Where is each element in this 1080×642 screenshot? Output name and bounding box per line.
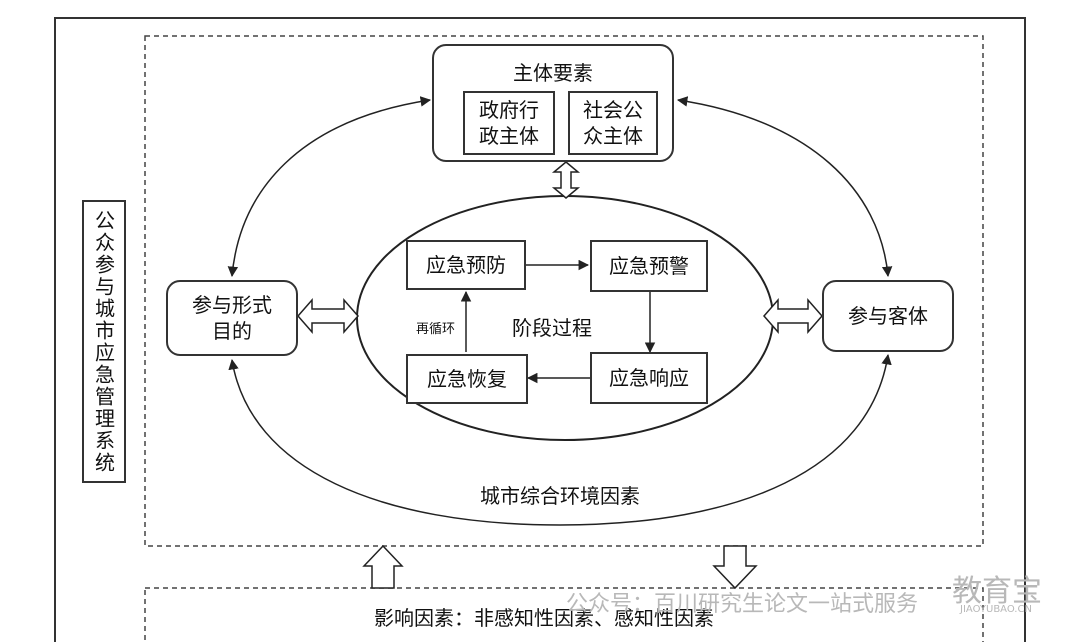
system-title-box: 公众参与城市应急管理系统: [82, 200, 126, 483]
arc-top-left: [227, 96, 432, 278]
participation-object-label: 参与客体: [848, 304, 928, 328]
arc-top-right: [676, 96, 893, 278]
outer-frame: [54, 17, 1026, 642]
public-subject-box: 社会公 众主体: [568, 91, 658, 155]
warning-label: 应急预警: [609, 254, 689, 278]
subject-title: 主体要素: [513, 61, 593, 85]
recovery-box: 应急恢复: [406, 354, 528, 404]
system-dashed-frame: [144, 35, 984, 547]
government-subject-label: 政府行 政主体: [479, 98, 539, 148]
warning-box: 应急预警: [590, 240, 708, 292]
influence-label: 影响因素：非感知性因素、感知性因素: [374, 606, 714, 630]
recycle-label: 再循环: [416, 322, 456, 337]
government-subject-box: 政府行 政主体: [463, 91, 555, 155]
prevention-label: 应急预防: [426, 253, 506, 277]
system-title: 公众参与城市应急管理系统: [91, 209, 116, 474]
double-arrow-vertical: [551, 161, 581, 199]
environment-label: 城市综合环境因素: [480, 484, 640, 508]
arc-bottom: [228, 353, 892, 526]
hollow-arrow-up: [362, 544, 404, 589]
participation-form-label: 参与形式 目的: [192, 293, 272, 343]
watermark-logo: 教育宝: [952, 574, 1042, 609]
response-label: 应急响应: [609, 366, 689, 390]
response-box: 应急响应: [590, 352, 708, 404]
participation-form-box: 参与形式 目的: [166, 280, 298, 356]
hollow-arrow-down: [712, 545, 758, 590]
public-subject-label: 社会公 众主体: [583, 98, 643, 148]
watermark-logo-sub: JIAOYUBAO.CN: [960, 604, 1032, 615]
process-center-label: 阶段过程: [512, 316, 592, 340]
prevention-box: 应急预防: [406, 240, 526, 290]
watermark-text: 公众号：百川研究生论文一站式服务: [566, 592, 919, 617]
participation-object-box: 参与客体: [822, 280, 954, 352]
double-arrow-left: [297, 298, 359, 334]
influence-dashed-frame: [144, 587, 984, 642]
recovery-label: 应急恢复: [427, 367, 507, 391]
